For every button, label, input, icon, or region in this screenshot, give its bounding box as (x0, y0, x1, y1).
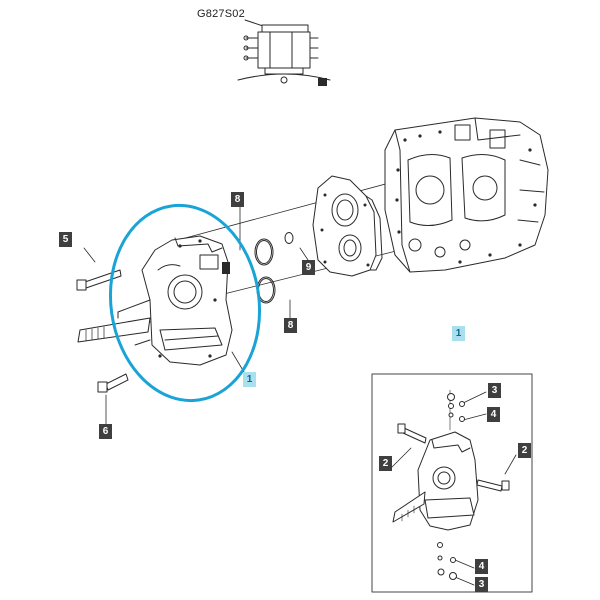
o-rings (254, 232, 294, 304)
hydraulic-pump (77, 235, 233, 366)
adapter-plate (312, 175, 383, 277)
inset-pump (388, 389, 517, 586)
callout-2-left: 2 (379, 456, 392, 471)
callout-9: 9 (302, 260, 315, 275)
callout-3-top: 3 (488, 383, 501, 398)
callout-8-lower: 8 (284, 318, 297, 333)
reference-code: G827S02 (197, 8, 245, 20)
bolt-5 (76, 269, 122, 291)
callout-4-top: 4 (487, 407, 500, 422)
bolt-6 (97, 373, 129, 393)
transmission-housing (384, 117, 549, 273)
callout-8-upper: 8 (231, 192, 244, 207)
callout-2-right: 2 (518, 443, 531, 458)
highlight-circle (108, 203, 262, 403)
callout-6: 6 (99, 424, 112, 439)
callout-5: 5 (59, 232, 72, 247)
callout-3-bottom: 3 (475, 577, 488, 592)
overview-thumbnail (237, 19, 331, 86)
callout-4-bottom: 4 (475, 559, 488, 574)
callout-1-inset: 1 (452, 326, 465, 341)
callout-1-main: 1 (243, 372, 256, 387)
